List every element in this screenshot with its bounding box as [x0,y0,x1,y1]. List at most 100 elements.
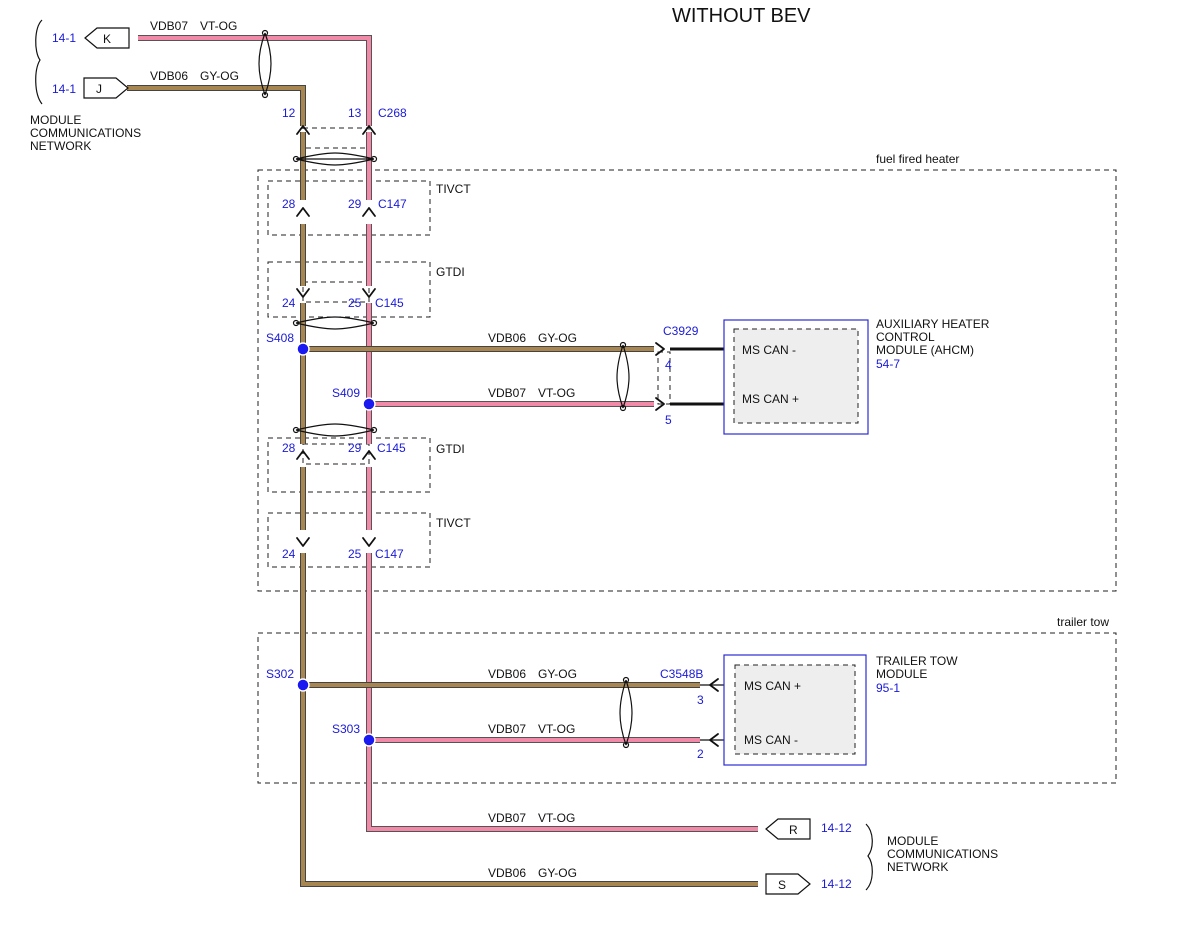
wire-label-color: VT-OG [538,386,575,400]
gtdi-bottom-box [267,437,431,493]
network-label-right-2: COMMUNICATIONS [887,847,998,861]
ahcm-name-2: CONTROL [876,330,935,344]
gtdi-top-pin-a: 24 [282,296,296,310]
tivct-top-label: TIVCT [436,182,471,196]
wire-label-circuit: VDB07 [488,811,526,825]
splice-s302-label: S302 [266,667,294,681]
ahcm-ref[interactable]: 54-7 [876,357,900,371]
ahcm-pin-ms-can-minus: MS CAN - [742,343,796,357]
wire-label-circuit: VDB07 [150,19,188,33]
ahcm-name-1: AUXILIARY HEATER [876,317,990,331]
gtdi-top-box [267,261,431,318]
gtdi-bottom-connector[interactable]: C145 [377,441,406,455]
gtdi-top-pin-b: 25 [348,296,362,310]
fuel-fired-heater-label: fuel fired heater [876,152,959,166]
ttm-ref[interactable]: 95-1 [876,681,900,695]
trailer-tow-group [257,632,1117,784]
wire-label-circuit: VDB06 [488,667,526,681]
c3929-label[interactable]: C3929 [663,324,699,338]
network-label-left-3: NETWORK [30,139,91,153]
splice-s409 [362,397,376,411]
page-connector-k-ref[interactable]: 14-1 [52,31,76,45]
gtdi-bottom-pin-b: 29 [348,441,362,455]
diagram-title: WITHOUT BEV [672,5,811,27]
wire-label-circuit: VDB06 [488,866,526,880]
ahcm-name-3: MODULE (AHCM) [876,343,974,357]
gtdi-bottom-inner-box [302,443,370,465]
gtdi-top-inner-box [302,281,370,303]
ttm-name-2: MODULE [876,667,927,681]
ttm-name-1: TRAILER TOW [876,654,958,668]
c3929-pin-5: 5 [665,413,672,427]
page-connector-j-label: J [96,82,102,96]
trailer-tow-module-inner [734,664,856,755]
page-connector-k-label: K [103,32,111,46]
page-connector-j[interactable] [83,77,129,99]
gtdi-top-label: GTDI [436,265,465,279]
ttm-pin-ms-can-plus: MS CAN + [744,679,801,693]
tivct-bottom-label: TIVCT [436,516,471,530]
gtdi-bottom-label: GTDI [436,442,465,456]
splice-s302 [296,678,310,692]
twisted-pair-markers [258,29,633,749]
ahcm-module-inner [733,328,859,424]
page-connector-j-ref[interactable]: 14-1 [52,82,76,96]
tivct-bottom-connector[interactable]: C147 [375,547,404,561]
wire-label-circuit: VDB07 [488,386,526,400]
wire-label-color: GY-OG [538,667,577,681]
ahcm-pin-ms-can-plus: MS CAN + [742,392,799,406]
tivct-top-pin-b: 29 [348,197,362,211]
page-connector-k[interactable] [84,27,130,49]
splice-s303-label: S303 [332,722,360,736]
gtdi-bottom-pin-a: 28 [282,441,296,455]
network-label-left-2: COMMUNICATIONS [30,126,141,140]
vt-og-wire [138,35,758,832]
gtdi-top-connector[interactable]: C145 [375,296,404,310]
connector-terminals [296,125,719,747]
wire-label-color: VT-OG [200,19,237,33]
network-brace-right [865,823,873,891]
network-label-right-1: MODULE [887,834,938,848]
wire-label-color: VT-OG [538,722,575,736]
c3929-box [657,351,671,405]
tivct-bottom-box [267,512,431,568]
network-label-left-1: MODULE [30,113,81,127]
page-connector-s-label: S [778,878,786,892]
splice-s303 [362,733,376,747]
wire-label-color: GY-OG [538,331,577,345]
wire-label-circuit: VDB06 [488,331,526,345]
fuel-fired-heater-group [257,169,1117,592]
tivct-bottom-pin-b: 25 [348,547,362,561]
wire-label-color: VT-OG [538,811,575,825]
splice-s408 [296,342,310,356]
c268-pin-12: 12 [282,106,296,120]
wire-label-circuit: VDB06 [150,69,188,83]
gy-og-wire [127,85,758,887]
page-connector-s-ref[interactable]: 14-12 [821,877,852,891]
tivct-top-connector[interactable]: C147 [378,197,407,211]
ttm-pin-ms-can-minus: MS CAN - [744,733,798,747]
page-connector-r-ref[interactable]: 14-12 [821,821,852,835]
tivct-bottom-pin-a: 24 [282,547,296,561]
c268-box [302,127,370,149]
splice-s409-label: S409 [332,386,360,400]
c3929-pin-4: 4 [665,358,672,372]
c268-label[interactable]: C268 [378,106,407,120]
wire-label-circuit: VDB07 [488,722,526,736]
wire-label-color: GY-OG [538,866,577,880]
c268-pin-13: 13 [348,106,362,120]
c3548b-pin-3: 3 [697,693,704,707]
page-connector-s[interactable] [765,873,811,895]
trailer-tow-label: trailer tow [1057,615,1109,629]
splice-s408-label: S408 [266,331,294,345]
wire-label-color: GY-OG [200,69,239,83]
c3548b-label[interactable]: C3548B [660,667,703,681]
tivct-top-box [267,180,431,236]
page-connector-r-label: R [789,823,798,837]
network-label-right-3: NETWORK [887,860,948,874]
tivct-top-pin-a: 28 [282,197,296,211]
page-connector-r[interactable] [765,818,811,840]
c3548b-pin-2: 2 [697,747,704,761]
network-brace-left [35,19,43,105]
